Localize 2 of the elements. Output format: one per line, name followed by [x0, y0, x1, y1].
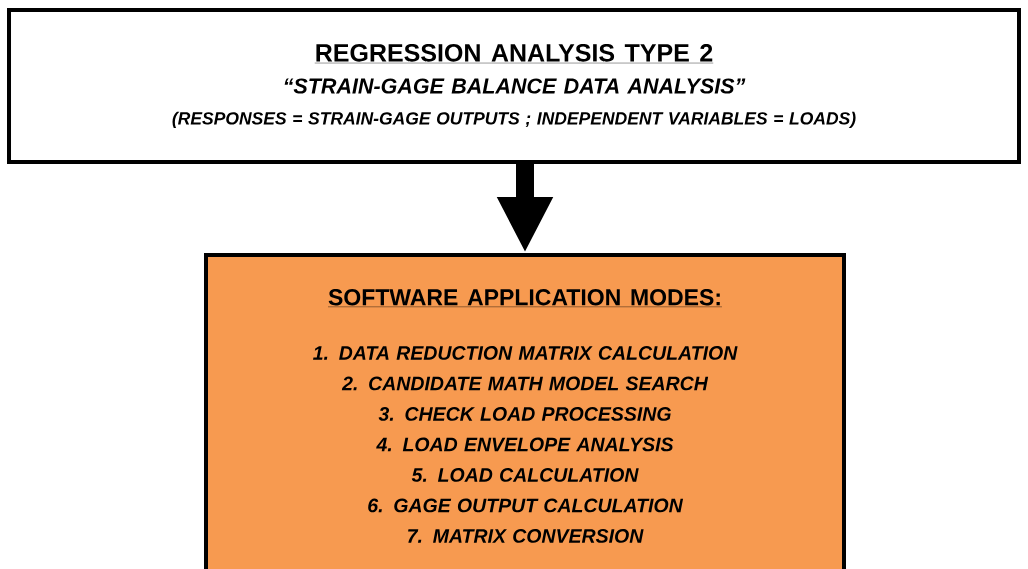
process-box: SOFTWARE APPLICATION MODES: 1. DATA REDUCTION MATRIX CALCULATION 2. CANDIDATE MATH MODEL SEARCH 3. CHECK LOAD PROCESSING 4. LOAD ENVELOPE ANALYSIS 5. LOAD CALCULATION 6. GAGE OUTPUT CALCULATION 7. MATRIX CONVERSION [204, 253, 846, 569]
title-box: REGRESSION ANALYSIS TYPE 2 “STRAIN-GAGE BALANCE DATA ANALYSIS” (RESPONSES = STRAIN-GAGE OUTPUTS ; INDEPENDENT VARIABLES = LOADS) [7, 8, 1021, 164]
